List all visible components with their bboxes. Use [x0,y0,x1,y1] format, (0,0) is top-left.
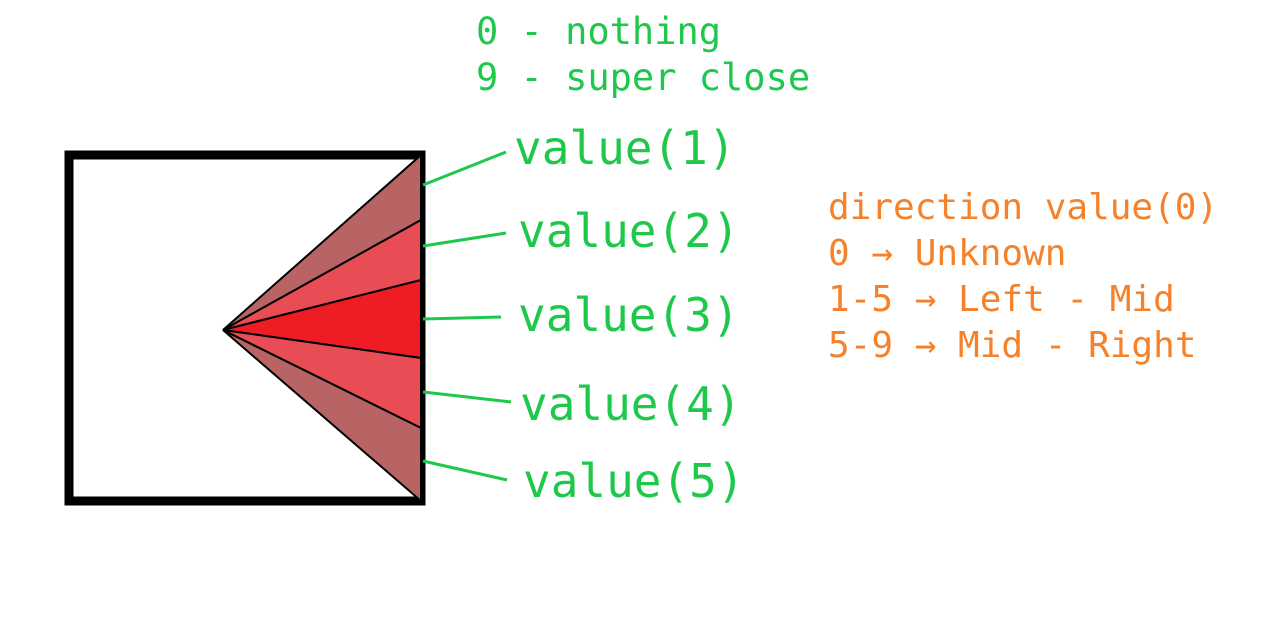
sensor-label-5: value(5) [523,454,745,508]
leader-line-4 [422,390,512,404]
direction-legend: direction value(0) 0 → Unknown 1-5 → Lef… [828,187,1218,366]
sensor-segment-5 [222,329,422,504]
legend-line-1: 0 - nothing [476,10,721,53]
direction-line-1: direction value(0) [828,187,1218,228]
direction-line-4: 5-9 → Mid - Right [828,325,1196,366]
leader-line-5 [422,459,508,482]
leader-line-3 [422,315,502,321]
leader-lines [422,150,512,482]
sensor-label-4: value(4) [520,377,742,431]
direction-line-3: 1-5 → Left - Mid [828,279,1175,320]
sensor-label-3: value(3) [518,288,740,342]
direction-line-2: 0 → Unknown [828,233,1066,274]
legend-line-2: 9 - super close [476,56,810,99]
sensor-fan [222,152,422,504]
sensor-label-2: value(2) [518,204,740,258]
distance-legend: 0 - nothing 9 - super close [476,10,810,99]
sensor-label-1: value(1) [514,121,736,175]
leader-line-2 [422,231,507,248]
leader-line-1 [422,150,507,187]
